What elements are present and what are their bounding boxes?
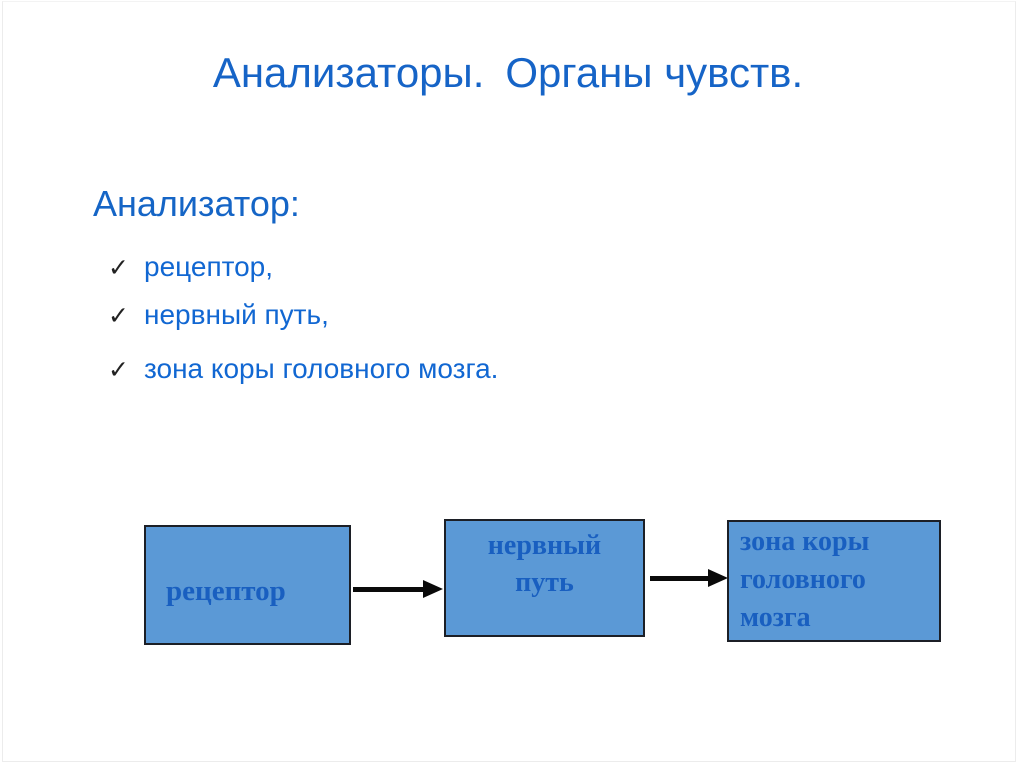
arrow-shaft <box>353 587 425 592</box>
checkmark-icon: ✓ <box>108 302 129 330</box>
bullet-text: нервный путь, <box>144 299 329 330</box>
slide-title: Анализаторы. Органы чувств. <box>212 49 804 96</box>
checkmark-icon: ✓ <box>108 356 129 384</box>
bullet-item-cortex-zone: ✓ зона коры головного мозга. <box>108 351 498 387</box>
bullet-item-nerve-path: ✓ нервный путь, <box>108 297 329 333</box>
diagram-box-cortex-zone: зона коры головного мозга <box>727 520 941 642</box>
checkmark-icon: ✓ <box>108 254 129 282</box>
bullet-text: зона коры головного мозга. <box>144 353 499 384</box>
bullet-text: рецептор, <box>144 251 274 282</box>
diagram-box-receptor: рецептор <box>144 525 351 645</box>
arrow-right-icon <box>353 580 443 598</box>
arrow-shaft <box>650 576 710 581</box>
arrow-right-icon <box>650 569 728 587</box>
arrow-head <box>423 580 443 598</box>
bullet-item-receptor: ✓ рецептор, <box>108 249 273 285</box>
analyzer-heading: Анализатор: <box>93 183 300 224</box>
arrow-head <box>708 569 728 587</box>
diagram-box-nerve-path: нервный путь <box>444 519 645 637</box>
